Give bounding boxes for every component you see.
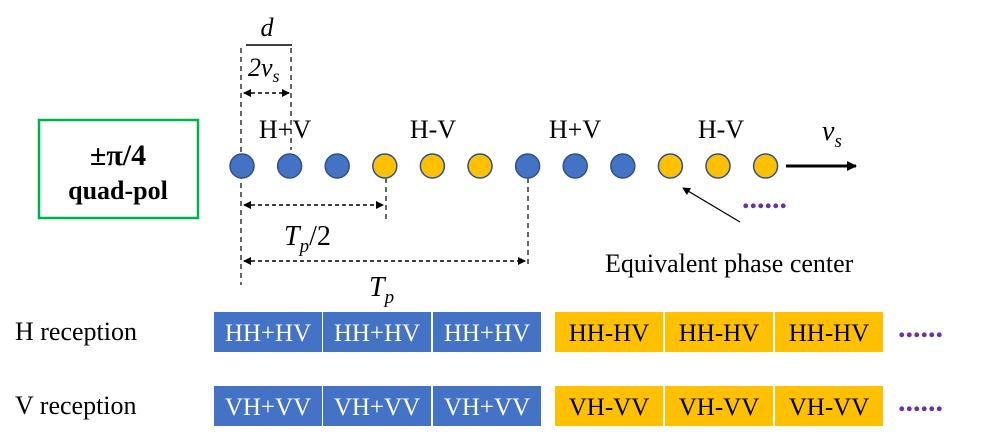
group-label: H-V — [698, 115, 744, 144]
phase-center-blue — [514, 153, 541, 179]
reception-cell-bg — [323, 386, 431, 426]
reception-cell-label: HH+HV — [334, 320, 420, 347]
phase-center-blue — [276, 153, 303, 179]
phase-center-pointer — [682, 187, 741, 223]
phase-center-blue — [229, 153, 255, 179]
mode-box-border — [37, 118, 200, 220]
group-label: H-V — [410, 115, 456, 144]
reception-cell-label: VH+VV — [225, 394, 311, 421]
period-label: Tp — [369, 272, 394, 308]
phase-center-yellow — [705, 153, 731, 179]
velocity-label: vs — [822, 116, 842, 152]
reception-cell-label: HH+HV — [444, 320, 530, 347]
group-label: H+V — [259, 115, 311, 144]
reception-cell-bg — [555, 312, 663, 352]
group-labels: H+V H-V H+V H-V — [259, 115, 744, 144]
phase-center-blue — [562, 153, 588, 179]
reception-cell-bg — [665, 386, 773, 426]
delay-fraction: d 2vs — [246, 13, 292, 86]
mode-box-line1: ±π/4 — [90, 139, 146, 172]
reception-cell-bg — [214, 386, 322, 426]
reception-row-label: H reception — [15, 317, 137, 346]
phase-center-yellow — [467, 153, 493, 179]
reception-cell-label: VH-VV — [569, 394, 650, 421]
continuation-dots: ...... — [898, 311, 943, 344]
reception-cell-bg — [555, 386, 663, 426]
reception-cell-label: VH-VV — [679, 394, 760, 421]
phase-center-yellow — [419, 153, 446, 179]
reception-cell-label: HH-HV — [679, 320, 760, 347]
phase-center-yellow — [372, 153, 398, 179]
phase-center-yellow — [657, 153, 684, 179]
reception-cell-label: VH+VV — [444, 394, 530, 421]
delay-numerator: d — [261, 13, 275, 42]
reception-row-label: V reception — [15, 391, 137, 420]
half-period-label: Tp/2 — [284, 221, 331, 257]
reception-cell-bg — [665, 312, 773, 352]
reception-cell-bg — [775, 386, 883, 426]
continuation-dots-top: ...... — [742, 182, 787, 215]
reception-rows: H reception HH+HV HH+HV HH+HV HH-HV HH-HV HH-H… — [15, 311, 943, 426]
continuation-dots: ...... — [898, 385, 943, 418]
reception-cell-label: VH+VV — [334, 394, 420, 421]
group-label: H+V — [549, 115, 601, 144]
reception-row: H reception HH+HV HH+HV HH+HV HH-HV HH-HV HH-H… — [15, 311, 943, 352]
reception-cell-bg — [775, 312, 883, 352]
equivalent-phase-center-label: Equivalent phase center — [605, 249, 854, 278]
mode-box: ±π/4 quad-pol — [37, 118, 200, 220]
phase-center-yellow — [752, 153, 779, 179]
phase-centers — [229, 153, 779, 179]
reception-cell-label: HH-HV — [569, 320, 650, 347]
phase-center-blue — [324, 153, 350, 179]
reception-row: V reception VH+VV VH+VV VH+VV VH-VV VH-VV VH-V… — [15, 385, 943, 426]
reception-cell-label: HH+HV — [225, 320, 311, 347]
mode-box-line2: quad-pol — [68, 176, 168, 205]
reception-cell-bg — [214, 312, 322, 352]
reception-cell-bg — [433, 312, 541, 352]
delay-denominator: 2vs — [248, 53, 280, 86]
reception-cell-label: VH-VV — [789, 394, 870, 421]
reception-cell-bg — [323, 312, 431, 352]
reception-cell-label: HH-HV — [789, 320, 870, 347]
phase-center-blue — [610, 153, 636, 179]
reception-cell-bg — [433, 386, 541, 426]
